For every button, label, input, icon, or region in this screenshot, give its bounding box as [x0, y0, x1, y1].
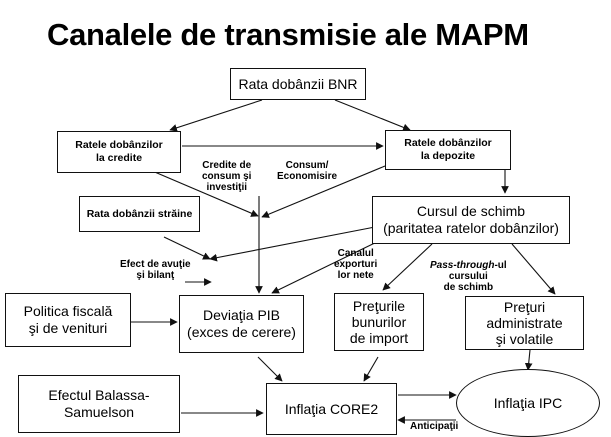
node-deviatia: Deviaţia PIB (exces de cerere) [179, 295, 304, 353]
node-politica: Politica fiscală şi de venituri [5, 293, 131, 347]
node-curs: Cursul de schimb (paritatea ratelor dobâ… [372, 196, 570, 244]
node-preturi-admin-line3: şi volatile [495, 331, 554, 347]
node-preturi-import-line3: de import [349, 330, 409, 346]
node-politica-line1: Politica fiscală [23, 303, 113, 319]
arrow-depozite-deviatia [261, 165, 386, 218]
node-rata-bnr-text: Rata dobânzii BNR [238, 75, 358, 92]
node-curs-line2: (paritatea ratelor dobânzilor) [383, 220, 559, 236]
label-canalul-line3: lor nete [337, 270, 374, 281]
node-balassa-line2: Samuelson [63, 404, 135, 420]
arrow-bnr-depozite [334, 99, 411, 132]
label-credite-consum-line3: investiţii [206, 182, 248, 193]
node-rata-straine: Rata dobânzii străine [79, 196, 200, 232]
node-ipc: Inflaţia IPC [456, 369, 600, 437]
node-curs-line1: Cursul de schimb [416, 203, 526, 219]
node-preturi-import: Preţurile bunurilor de import [334, 293, 424, 351]
node-rate-depozite: Ratele dobânzilor la depozite [385, 130, 511, 170]
node-preturi-admin-line2: administrate [486, 315, 563, 331]
label-efect-avutie: Efect de avuţie şi bilanţ [120, 259, 191, 281]
label-consum-econ-line2: Economisire [277, 171, 338, 182]
node-rate-credite-line1: Ratele dobânzilor [75, 139, 163, 151]
label-pass-through-line1: -ul [494, 260, 507, 271]
label-efect-avutie-line2: şi bilanţ [136, 270, 175, 281]
label-canalul-exporturi: Canalul exporturi lor nete [334, 248, 377, 281]
node-preturi-import-line2: bunurilor [351, 314, 407, 330]
label-canalul-line1: Canalul [337, 248, 374, 259]
label-consum-economisire: Consum/ Economisire [277, 160, 337, 182]
page-title: Canalele de transmisie ale MAPM [47, 17, 529, 52]
node-ipc-text: Inflaţia IPC [493, 395, 563, 411]
label-credite-consum: Credite de consum şi investiţii [202, 160, 251, 193]
arrow-curs-efect [209, 226, 376, 262]
node-politica-line2: şi de venituri [28, 320, 108, 336]
label-anticipatii: Anticipaţii [410, 421, 458, 432]
label-credite-consum-line2: consum şi [202, 171, 252, 182]
node-balassa: Efectul Balassa- Samuelson [18, 375, 180, 433]
label-pass-through-line3: de schimb [443, 282, 494, 293]
arrow-deviatia-core2 [257, 356, 283, 382]
label-consum-econ-line1: Consum/ [285, 160, 329, 171]
arrow-straine-deviatia [163, 236, 211, 260]
node-deviatia-line2: (exces de cerere) [187, 324, 296, 340]
node-core2-text: Inflaţia CORE2 [284, 400, 379, 417]
node-preturi-admin: Preţuri administrate şi volatile [465, 296, 584, 350]
label-pass-through-italic: Pass-through [430, 260, 495, 271]
arrow-import-core2 [363, 356, 379, 382]
node-preturi-import-line1: Preţurile [352, 298, 406, 314]
arrow-bnr-credite [169, 99, 263, 132]
label-pass-through-line2: cursului [448, 271, 488, 282]
node-rate-depozite-line1: Ratele dobânzilor [404, 137, 492, 149]
node-rate-credite: Ratele dobânzilor la credite [57, 131, 181, 173]
arrow-curs-deviatia [271, 237, 386, 294]
arrow-admin-ipc [524, 349, 533, 371]
node-rata-straine-text: Rata dobânzii străine [86, 207, 193, 220]
node-rata-bnr: Rata dobânzii BNR [230, 68, 366, 100]
arrow-curs-import [382, 243, 433, 291]
label-efect-avutie-line1: Efect de avuţie [120, 259, 191, 270]
node-preturi-admin-line1: Preţuri [503, 299, 546, 315]
arrow-curs-admin [511, 243, 556, 295]
arrow-credite-deviatia [149, 169, 259, 217]
label-credite-consum-line1: Credite de [202, 160, 252, 171]
node-rate-credite-line2: la credite [95, 152, 143, 164]
label-canalul-line2: exporturi [334, 259, 378, 270]
label-pass-through: Pass-through-ul cursului de schimb [430, 260, 507, 293]
node-core2: Inflaţia CORE2 [266, 383, 397, 435]
node-rate-depozite-line2: la depozite [420, 150, 476, 162]
node-balassa-line1: Efectul Balassa- [48, 387, 150, 403]
label-anticipatii-text: Anticipaţii [410, 421, 459, 432]
node-deviatia-line1: Deviaţia PIB [202, 307, 281, 323]
